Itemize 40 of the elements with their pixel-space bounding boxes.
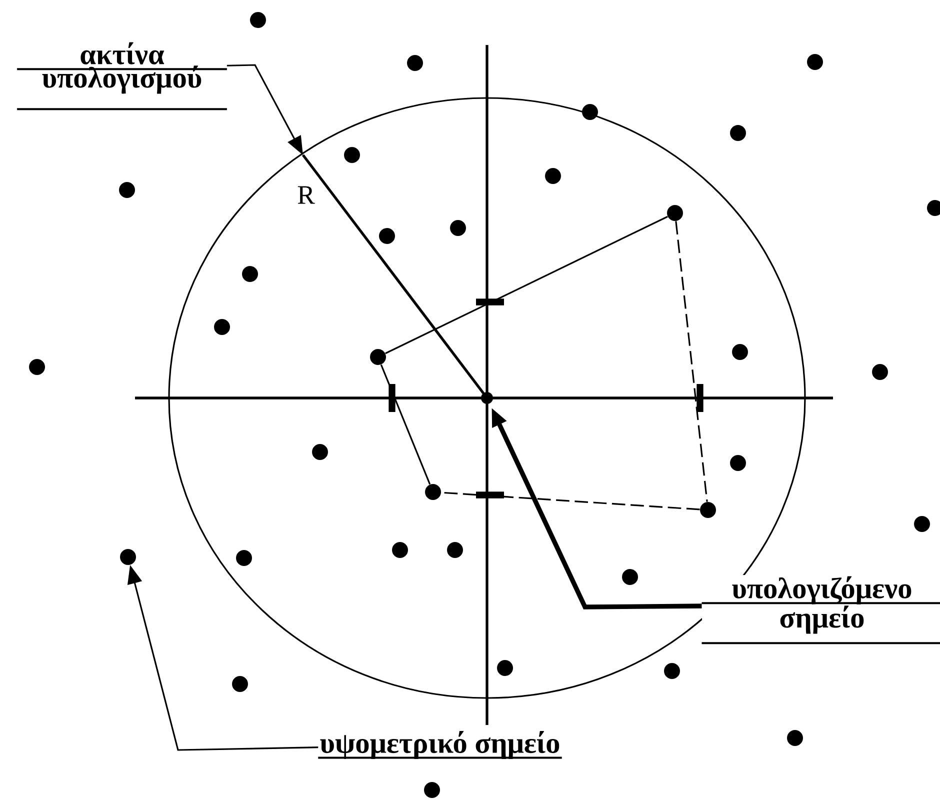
callout-label: υψομετρικό σημείο [318, 730, 562, 760]
point-dot [425, 484, 441, 500]
point-dot [582, 104, 598, 120]
point-dot [250, 12, 266, 28]
point-dot [667, 205, 683, 221]
point-dot [120, 549, 136, 565]
point-dot [379, 228, 395, 244]
point-dot [545, 168, 561, 184]
point-dot [730, 455, 746, 471]
point-dot [29, 359, 45, 375]
point-dot [392, 542, 408, 558]
center-point [481, 392, 493, 404]
point-dot [407, 55, 423, 71]
point-dot [914, 516, 930, 532]
point-dot [664, 663, 680, 679]
connector-line [675, 221, 708, 502]
callout-label: υπολογιζόμενο σημείο [702, 574, 940, 644]
point-dot [242, 266, 258, 282]
point-dot [119, 182, 135, 198]
callout-label: ακτίνα υπολογισμού [17, 40, 227, 110]
point-dot [232, 676, 248, 692]
point-dot [730, 125, 746, 141]
connector-line [380, 364, 431, 485]
point-dot [370, 349, 386, 365]
point-dot [214, 319, 230, 335]
point-dot [787, 730, 803, 746]
point-dot [807, 54, 823, 70]
point-dot [447, 542, 463, 558]
point-dot [450, 220, 466, 236]
point-dot [872, 364, 888, 380]
point-dot [312, 444, 328, 460]
point-dot [732, 344, 748, 360]
radius-label: R [296, 184, 316, 206]
point-dot [236, 550, 252, 566]
point-dot [344, 147, 360, 163]
point-dot [424, 782, 440, 798]
point-dot [497, 660, 513, 676]
point-dot [622, 569, 638, 585]
connector-line [385, 216, 668, 354]
point-dot [700, 502, 716, 518]
